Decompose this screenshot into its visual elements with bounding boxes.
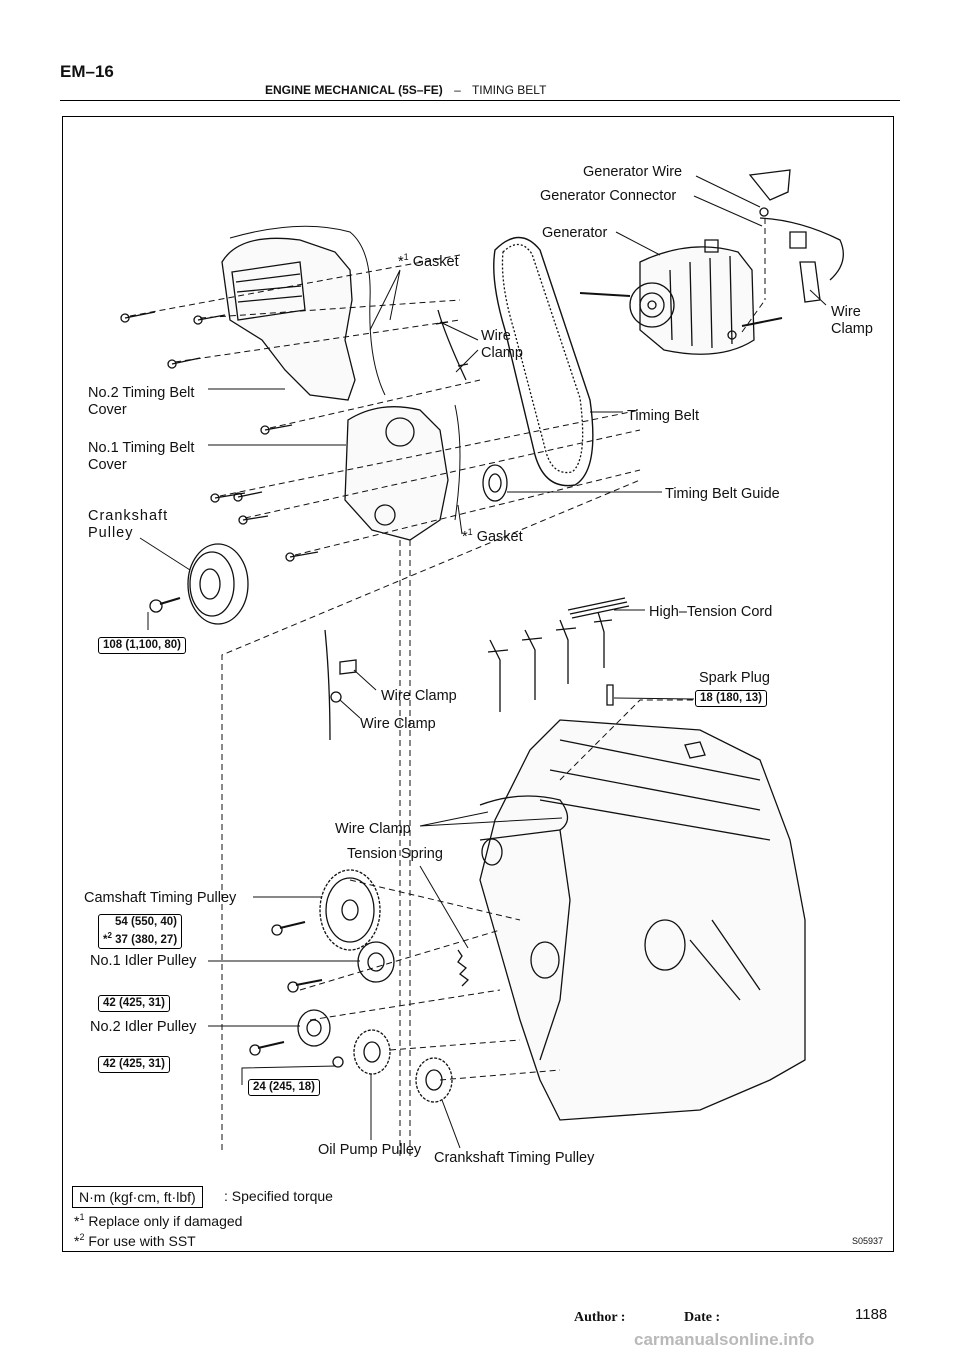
no1-cover-line1: No.1 Timing Belt: [88, 440, 195, 456]
generator-drawing: [579, 169, 844, 355]
timing-belt-drawing: [493, 236, 594, 487]
label-wire-clamp-right: Wire Clamp: [831, 304, 873, 338]
label-no1-timing-belt-cover: No.1 Timing Belt Cover: [88, 440, 194, 474]
no2-idler-drawing: [249, 1009, 331, 1056]
no1-idler-drawing: [287, 941, 395, 993]
figure-code: S05937: [852, 1236, 884, 1246]
leader-lines: [139, 175, 827, 1149]
crankshaft-timing-pulley-drawing: [415, 1057, 453, 1103]
no2-cover-line1: No.2 Timing Belt: [88, 385, 195, 401]
note1-mark: *: [74, 1213, 80, 1229]
label-spark-plug: Spark Plug: [699, 670, 770, 686]
footer-date-label: Date :: [684, 1310, 721, 1325]
header-separator: –: [454, 83, 461, 97]
label-wire-clamp-c: Wire Clamp: [335, 821, 411, 837]
label-crankshaft-pulley: Crankshaft Pulley: [88, 508, 168, 542]
watermark: carmanualsonline.info: [634, 1330, 815, 1349]
torque-camshaft: 54 (550, 40) *2 37 (380, 27): [98, 914, 183, 949]
wire-clamp-right-line1: Wire: [831, 304, 861, 320]
note1-text: Replace only if damaged: [88, 1213, 243, 1229]
subsection-title: TIMING BELT: [471, 83, 547, 97]
label-generator: Generator: [542, 225, 608, 241]
torque-no1-idler: 42 (425, 31): [98, 995, 171, 1012]
label-no2-idler-pulley: No.2 Idler Pulley: [90, 1019, 197, 1035]
label-gasket-low: *1 Gasket: [462, 524, 523, 546]
footer-page-number: 1188: [855, 1306, 888, 1323]
legend-note-2: *2 For use with SST: [74, 1232, 196, 1249]
crank-pulley-line2: Pulley: [88, 525, 134, 541]
oil-pump-pulley-drawing: [332, 1029, 391, 1075]
camshaft-pulley-drawing: [271, 869, 381, 951]
note2-mark: *: [74, 1233, 80, 1249]
note1-sup: 1: [79, 1212, 85, 1222]
page-header: ENGINE MECHANICAL (5S–FE) – TIMING BELT: [265, 83, 546, 97]
label-no2-timing-belt-cover: No.2 Timing Belt Cover: [88, 385, 194, 419]
torque-no2-idler: 42 (425, 31): [98, 1056, 171, 1073]
torque-camshaft-b-row: *2 37 (380, 27): [103, 929, 177, 947]
torque-spark-plug: 18 (180, 13): [695, 690, 768, 707]
torque-camshaft-mark: *: [103, 933, 108, 946]
no2-cover-drawing: [221, 225, 386, 401]
belt-guide-drawing: [482, 464, 508, 502]
label-wire-clamp-b: Wire Clamp: [360, 716, 436, 732]
label-camshaft-timing-pulley: Camshaft Timing Pulley: [84, 890, 237, 906]
footer-author-label: Author :: [574, 1310, 626, 1325]
label-crankshaft-timing-pulley: Crankshaft Timing Pulley: [434, 1150, 595, 1166]
torque-camshaft-sup: 2: [107, 931, 112, 940]
wire-clamp-mid-line1: Wire: [481, 328, 511, 344]
label-high-tension-cord: High–Tension Cord: [649, 604, 773, 620]
legend-unit-desc: : Specified torque: [224, 1188, 333, 1204]
label-generator-connector: Generator Connector: [540, 188, 677, 204]
section-title: ENGINE MECHANICAL (5S–FE): [265, 83, 443, 97]
gasket-top-sup: 1: [403, 252, 409, 262]
gasket-low-mark: *: [462, 529, 468, 545]
label-gasket-top: *1 Gasket: [398, 249, 459, 271]
tension-spring-drawing: [457, 949, 469, 987]
no2-cover-line2: Cover: [88, 402, 127, 418]
gasket-low-sup: 1: [467, 527, 473, 537]
legend-unit-box: N·m (kgf·cm, ft·lbf): [72, 1186, 203, 1208]
label-timing-belt-guide: Timing Belt Guide: [665, 486, 780, 502]
wire-clamp-right-line2: Clamp: [831, 321, 873, 337]
assembly-dashed-lines: [129, 218, 766, 1160]
gasket-top-text: Gasket: [412, 254, 459, 270]
label-wire-clamp-mid: Wire Clamp: [481, 328, 523, 362]
wire-clamp-mid-line2: Clamp: [481, 345, 523, 361]
legend-note-1: *1 Replace only if damaged: [74, 1212, 242, 1229]
torque-camshaft-a: 54 (550, 40): [115, 916, 178, 928]
label-tension-spring: Tension Spring: [347, 846, 443, 862]
page-id: EM–16: [60, 62, 114, 81]
label-generator-wire: Generator Wire: [583, 164, 683, 180]
torque-crank-pulley-bolt: 108 (1,100, 80): [98, 637, 187, 654]
label-oil-pump-pulley: Oil Pump Pulley: [318, 1142, 422, 1158]
gasket-low-text: Gasket: [476, 529, 523, 545]
torque-camshaft-b: 37 (380, 27): [115, 933, 178, 946]
crankshaft-pulley-drawing: [149, 543, 249, 625]
engine-block-drawing: [479, 719, 806, 1121]
crank-pulley-line1: Crankshaft: [88, 508, 169, 524]
torque-oil-pump: 24 (245, 18): [248, 1079, 321, 1096]
ignition-cords-drawing: [487, 597, 630, 712]
label-no1-idler-pulley: No.1 Idler Pulley: [90, 953, 197, 969]
label-timing-belt: Timing Belt: [627, 408, 699, 424]
label-wire-clamp-a: Wire Clamp: [381, 688, 457, 704]
header-rule: [60, 100, 900, 101]
no1-cover-line2: Cover: [88, 457, 127, 473]
note2-sup: 2: [79, 1232, 85, 1242]
no1-cover-drawing: [344, 404, 461, 541]
note2-text: For use with SST: [88, 1233, 196, 1249]
gasket-top-mark: *: [398, 254, 404, 270]
figure-frame: [62, 116, 894, 1252]
